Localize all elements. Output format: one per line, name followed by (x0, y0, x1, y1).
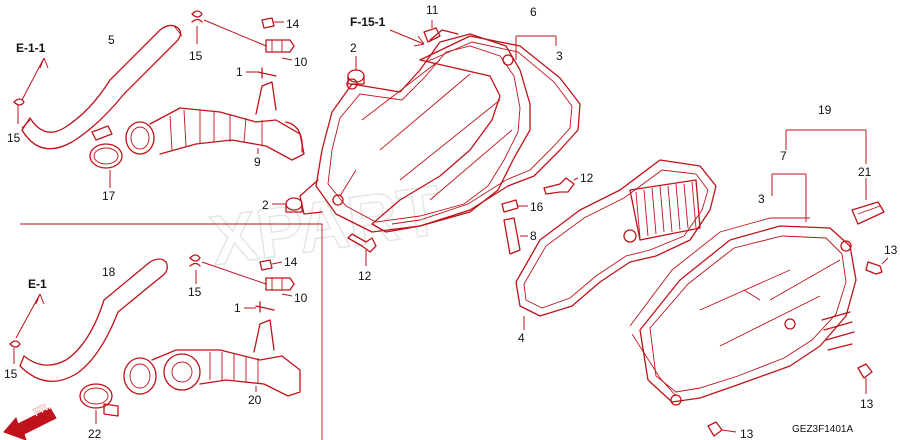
callout-3b: 3 (758, 192, 765, 206)
latch-21 (851, 178, 885, 225)
ref-arrow-e11 (21, 57, 49, 101)
callout-15c: 15 (4, 367, 18, 381)
callout-13a: 13 (884, 243, 898, 257)
callout-6: 6 (530, 5, 537, 19)
intake-duct-20 (123, 319, 301, 397)
callout-4: 4 (518, 331, 525, 345)
drain-tube-8 (503, 217, 528, 255)
callout-11: 11 (426, 3, 439, 17)
callout-3a: 3 (556, 49, 563, 63)
grommet-2-lower (272, 197, 303, 213)
breather-parts-top (203, 17, 295, 79)
clip-15-upper (191, 10, 203, 44)
ref-label-e11: E-1-1 (16, 41, 46, 55)
callout-2a: 2 (350, 41, 357, 55)
ref-arrow-e1 (15, 293, 45, 339)
callout-15a: 15 (7, 131, 21, 145)
clamp-22 (79, 383, 119, 424)
air-cleaner-element-4 (515, 159, 717, 330)
callout-13c: 13 (740, 427, 754, 440)
callout-21: 21 (858, 165, 872, 179)
callout-17: 17 (102, 189, 116, 203)
callout-1a: 1 (236, 65, 243, 79)
callout-8: 8 (530, 229, 537, 243)
clip-15-sub-upper (189, 254, 201, 284)
clip-15-top (13, 98, 25, 124)
callout-14b: 14 (284, 255, 298, 269)
screw-13-right (865, 257, 889, 275)
callout-12a: 12 (580, 171, 594, 185)
front-direction-arrow: FR. (3, 400, 57, 440)
ref-label-e1: E-1 (28, 277, 47, 291)
breather-parts-sub (201, 259, 295, 313)
gasket-3-case (371, 35, 581, 233)
callout-2b: 2 (262, 198, 269, 212)
clamp-17 (89, 125, 123, 188)
gasket-3-cover (629, 217, 810, 397)
callout-15d: 15 (188, 285, 202, 299)
callout-5: 5 (108, 33, 115, 47)
air-cleaner-cover-7 (639, 225, 857, 406)
screw-13-bottom (707, 421, 737, 437)
callout-20: 20 (248, 393, 262, 407)
callout-16: 16 (530, 200, 544, 214)
callout-12b: 12 (358, 269, 372, 283)
clip-11 (423, 20, 441, 43)
callout-19: 19 (818, 103, 832, 117)
tube-5 (21, 24, 183, 150)
bracket-7 (771, 173, 807, 222)
ref-arrow-f151 (389, 29, 425, 47)
clip-15-sub-left (9, 340, 21, 364)
clip-16 (501, 199, 528, 213)
callout-22: 22 (88, 427, 102, 440)
bracket-6 (515, 35, 557, 60)
watermark: XPART (205, 171, 446, 281)
callout-18: 18 (102, 265, 116, 279)
tube-18 (19, 258, 168, 382)
bracket-19 (785, 129, 867, 164)
grommet-2-upper (347, 56, 365, 85)
callout-7: 7 (780, 149, 787, 163)
callout-14a: 14 (286, 17, 300, 31)
screw-13-mid (857, 363, 873, 394)
subview-frame (20, 223, 323, 440)
callout-13b: 13 (860, 397, 874, 411)
ref-label-f151: F-15-1 (350, 15, 386, 29)
intake-duct-9 (125, 81, 305, 161)
callout-1b: 1 (234, 301, 241, 315)
callout-10a: 10 (294, 55, 308, 69)
bolt-12-lower (347, 233, 377, 266)
diagram-code: GEZ3F1401A (792, 424, 853, 435)
air-cleaner-case (299, 29, 531, 233)
callout-15b: 15 (189, 49, 203, 63)
callout-9: 9 (254, 155, 261, 169)
callout-10b: 10 (294, 291, 308, 305)
bolt-12-right (543, 177, 579, 195)
